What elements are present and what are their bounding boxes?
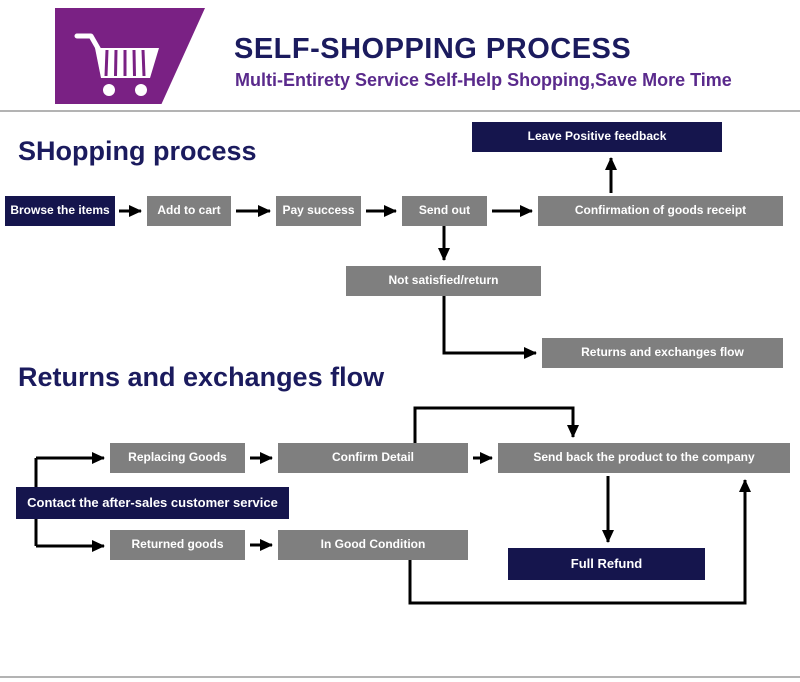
shopping-cart-icon [74, 33, 159, 96]
node-confirmation-receipt: Confirmation of goods receipt [538, 196, 783, 226]
node-browse-items: Browse the items [5, 196, 115, 226]
node-send-back: Send back the product to the company [498, 443, 790, 473]
node-returns-flow-link: Returns and exchanges flow [542, 338, 783, 368]
header-divider [0, 110, 800, 112]
brand-banner [55, 8, 205, 104]
section-heading-shopping: SHopping process [18, 136, 257, 166]
node-confirm-detail: Confirm Detail [278, 443, 468, 473]
footer-divider [0, 676, 800, 678]
node-contact-service: Contact the after-sales customer service [16, 487, 289, 519]
node-returned-goods: Returned goods [110, 530, 245, 560]
node-add-to-cart: Add to cart [147, 196, 231, 226]
page-subtitle: Multi-Entirety Service Self-Help Shoppin… [235, 70, 732, 90]
arrow-condition-loop-to-sendback [408, 479, 751, 605]
section-heading-returns: Returns and exchanges flow [18, 362, 385, 392]
node-replacing-goods: Replacing Goods [110, 443, 245, 473]
arrow-notsatisfied-to-returnsflow [442, 296, 537, 359]
node-not-satisfied-return: Not satisfied/return [346, 266, 541, 296]
node-in-good-condition: In Good Condition [278, 530, 468, 560]
node-leave-feedback: Leave Positive feedback [472, 122, 722, 152]
page-title: SELF-SHOPPING PROCESS [234, 33, 632, 65]
node-full-refund: Full Refund [508, 548, 705, 580]
node-pay-success: Pay success [276, 196, 361, 226]
node-send-out: Send out [402, 196, 487, 226]
arrow-confirmdetail-loop-to-sendback [413, 406, 579, 443]
